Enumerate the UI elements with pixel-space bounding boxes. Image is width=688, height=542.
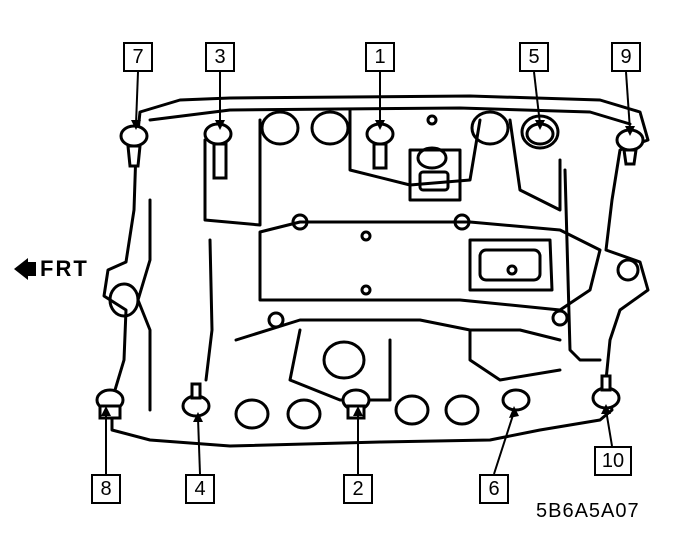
bolt-9 — [615, 128, 645, 166]
arrow-tail — [28, 262, 36, 276]
callout-7: 7 — [123, 42, 153, 72]
bolt-3 — [203, 122, 233, 180]
plenum — [258, 220, 602, 312]
callout-4: 4 — [185, 474, 215, 504]
bolt-10 — [591, 374, 621, 410]
figure-code: 5B6A5A07 — [536, 500, 640, 522]
bolt-1 — [365, 122, 395, 170]
callout-8: 8 — [91, 474, 121, 504]
arrow-left-icon — [14, 258, 28, 280]
callout-5: 5 — [519, 42, 549, 72]
bolt-4 — [181, 382, 211, 418]
callout-2: 2 — [343, 474, 373, 504]
bolt-8 — [95, 388, 125, 420]
callout-9: 9 — [611, 42, 641, 72]
callout-6: 6 — [479, 474, 509, 504]
callout-3: 3 — [205, 42, 235, 72]
front-direction-indicator: FRT — [14, 256, 89, 282]
bolt-7 — [119, 124, 149, 168]
bolt-6 — [501, 388, 531, 412]
callout-1: 1 — [365, 42, 395, 72]
front-label: FRT — [40, 256, 89, 281]
callout-10: 10 — [594, 446, 632, 476]
